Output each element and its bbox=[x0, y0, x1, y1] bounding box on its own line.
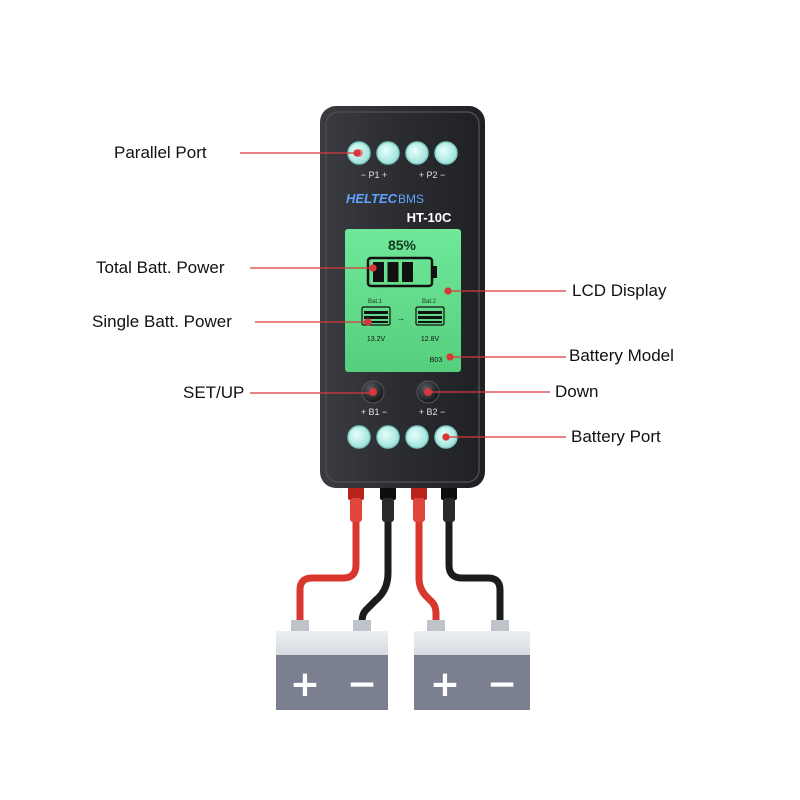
battery-1-plus-icon: + bbox=[290, 664, 320, 705]
device-bezel bbox=[325, 111, 480, 483]
label-set-up: SET/UP bbox=[183, 383, 245, 402]
battery-1-top bbox=[276, 631, 388, 655]
port-label-p2: + P2 − bbox=[419, 170, 446, 180]
battery-level-bar bbox=[402, 262, 413, 282]
battery-1: + − bbox=[276, 620, 388, 710]
wire-black-battery-1 bbox=[358, 516, 392, 629]
heltec-logo: HELTEC BMS bbox=[346, 191, 424, 206]
terminal-p2-plus[interactable] bbox=[405, 141, 429, 165]
model-name: HT-10C bbox=[407, 210, 452, 225]
plug-red-1 bbox=[348, 484, 364, 522]
total-battery-icon bbox=[366, 256, 437, 288]
label-total-batt-power: Total Batt. Power bbox=[96, 258, 225, 277]
wire-black-battery-2 bbox=[445, 516, 504, 629]
callout-dot-set-up bbox=[369, 388, 377, 396]
label-lcd-display: LCD Display bbox=[572, 281, 667, 300]
label-battery-port: Battery Port bbox=[571, 427, 661, 446]
wire-red-battery-1 bbox=[296, 516, 360, 629]
wire-red-battery-2 bbox=[415, 516, 440, 629]
terminal-p1-plus[interactable] bbox=[376, 141, 400, 165]
logo-brand: HELTEC bbox=[346, 191, 398, 206]
callout-dot-total-batt bbox=[369, 264, 377, 272]
bat2-voltage: 12.8V bbox=[421, 336, 440, 343]
callout-dot-single-batt bbox=[364, 318, 372, 326]
plug-black-2 bbox=[441, 484, 457, 522]
battery-1-body bbox=[276, 655, 388, 710]
bat2-label: Bat.2 bbox=[422, 299, 437, 305]
lcd-percent: 85% bbox=[388, 237, 417, 253]
arrow-icon: → bbox=[397, 314, 405, 323]
port-label-b2: + B2 − bbox=[419, 407, 446, 417]
single-battery-1: Bat.1 13.2V bbox=[361, 299, 391, 343]
plug-red-2 bbox=[411, 484, 427, 522]
single-battery-2: Bat.2 12.8V bbox=[415, 299, 445, 343]
battery-2-terminal-neg bbox=[491, 620, 509, 632]
battery-2-terminal-pos bbox=[427, 620, 445, 632]
plug-black-1 bbox=[380, 484, 396, 522]
battery-2-minus-icon: − bbox=[487, 664, 517, 705]
battery-2-body bbox=[414, 655, 530, 710]
callout-dot-parallel-port bbox=[353, 149, 361, 157]
terminal-p2-minus[interactable] bbox=[434, 141, 458, 165]
bat1-voltage: 13.2V bbox=[367, 336, 386, 343]
battery-level-bar bbox=[387, 262, 399, 282]
battery-2-plus-icon: + bbox=[430, 664, 460, 705]
label-single-batt-power: Single Batt. Power bbox=[92, 312, 232, 331]
connector-plugs bbox=[348, 484, 457, 522]
terminal-b1-minus[interactable] bbox=[376, 425, 400, 449]
logo-suffix: BMS bbox=[398, 192, 424, 206]
battery-2-top bbox=[414, 631, 530, 655]
callout-lines bbox=[240, 149, 566, 441]
port-label-p1: − P1 + bbox=[361, 170, 388, 180]
label-down: Down bbox=[555, 382, 599, 401]
device: − P1 + + P2 − HELTEC BMS HT-10C 85% Bat.… bbox=[320, 106, 485, 488]
battery-1-terminal-pos bbox=[291, 620, 309, 632]
callout-dot-battery-model bbox=[446, 353, 454, 361]
battery-1-minus-icon: − bbox=[347, 664, 377, 705]
battery-1-terminal-neg bbox=[353, 620, 371, 632]
label-parallel-port: Parallel Port bbox=[114, 143, 207, 162]
callout-dot-battery-port bbox=[442, 433, 450, 441]
model-code: B03 bbox=[430, 357, 443, 364]
battery-2: + − bbox=[414, 620, 530, 710]
battery-level-bar bbox=[373, 262, 384, 282]
wires bbox=[296, 516, 504, 629]
label-battery-model: Battery Model bbox=[569, 346, 674, 365]
lcd-display: 85% Bat.1 13.2V → Bat.2 bbox=[345, 229, 461, 372]
callout-dot-down bbox=[424, 388, 432, 396]
port-label-b1: + B1 − bbox=[361, 407, 388, 417]
bat1-label: Bat.1 bbox=[368, 299, 383, 305]
terminal-b2-plus[interactable] bbox=[405, 425, 429, 449]
terminal-b1-plus[interactable] bbox=[347, 425, 371, 449]
callout-dot-lcd bbox=[444, 287, 452, 295]
